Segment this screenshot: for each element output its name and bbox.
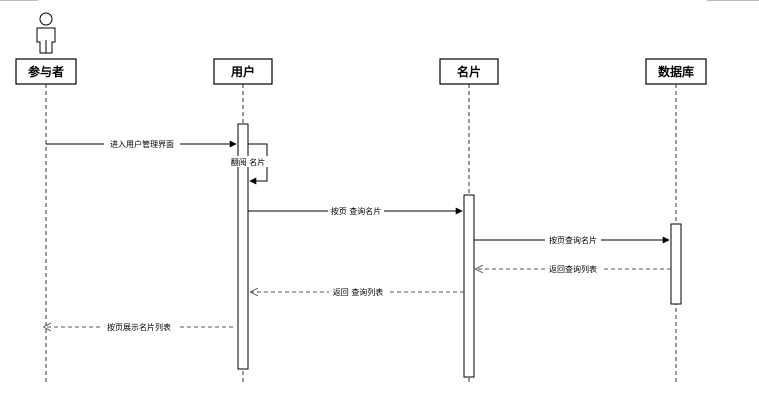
- participant-card-label: 名片: [457, 64, 481, 79]
- message-db-query: 按页查询名片: [474, 234, 670, 245]
- message-return-db-list: 返回查询列表: [476, 263, 671, 274]
- message-browse-cards: 翻阅 名片: [228, 143, 268, 185]
- message-return-list: 返回 查询列表: [251, 286, 464, 297]
- participant-actor-label: 参与者: [28, 64, 64, 79]
- message-show-card-list: 按页展示名片列表: [44, 321, 233, 332]
- message-label: 按页查询名片: [549, 235, 597, 245]
- message-label: 翻阅 名片: [231, 157, 266, 167]
- participant-card: 名片: [439, 58, 499, 85]
- activation-card: [463, 194, 475, 378]
- message-label: 返回查询列表: [549, 264, 597, 274]
- activation-user: [237, 123, 249, 370]
- participant-user-label: 用户: [230, 64, 255, 79]
- message-label: 按页展示名片列表: [107, 322, 171, 332]
- participant-db: 数据库: [645, 58, 707, 85]
- message-label: 按页 查询名片: [331, 206, 382, 216]
- person-icon: [36, 12, 56, 54]
- participant-user: 用户: [213, 58, 273, 85]
- message-enter-user-management: 进入用户管理界面: [46, 138, 237, 149]
- participant-db-label: 数据库: [658, 64, 694, 79]
- message-query-cards-by-page: 按页 查询名片: [248, 205, 463, 216]
- message-label: 进入用户管理界面: [110, 139, 174, 149]
- message-label: 返回 查询列表: [333, 287, 384, 297]
- participant-actor: 参与者: [15, 58, 77, 85]
- activation-db: [670, 223, 682, 305]
